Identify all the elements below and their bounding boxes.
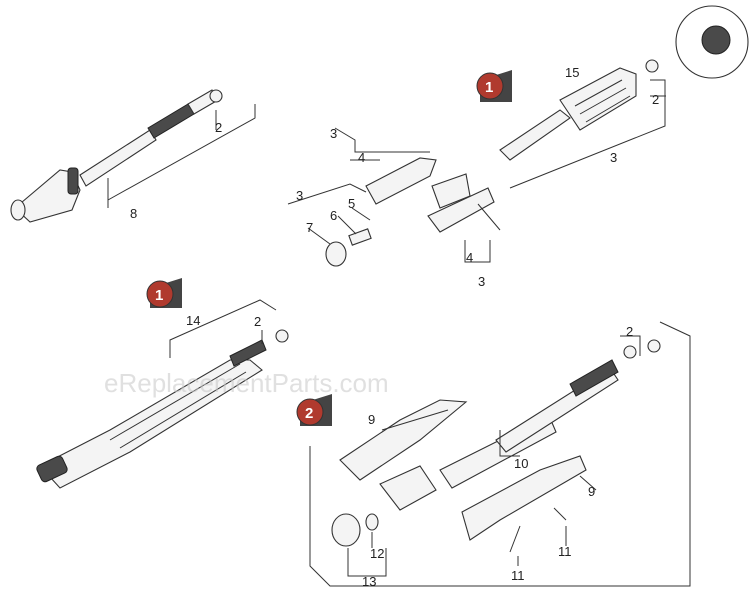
trigger-gun-variant: 2 9 10 9 11 11 12 13 bbox=[309, 321, 691, 589]
callout-11a: 11 bbox=[511, 568, 525, 583]
callout-3a: 3 bbox=[330, 126, 337, 141]
callout-2d: 2 bbox=[626, 324, 633, 339]
leader-9b bbox=[579, 475, 597, 491]
callout-15: 15 bbox=[565, 65, 579, 80]
trigger-cover bbox=[365, 157, 437, 205]
badge-1-top: 1 bbox=[476, 70, 512, 102]
spring-7 bbox=[325, 241, 347, 267]
leader-13 bbox=[347, 548, 387, 577]
callout-4b: 4 bbox=[466, 250, 473, 265]
gun-body bbox=[39, 359, 263, 489]
callout-4a: 4 bbox=[358, 150, 365, 165]
gun-oring bbox=[275, 329, 289, 343]
upper-spring bbox=[569, 359, 619, 397]
callout-10: 10 bbox=[514, 456, 528, 471]
leader-3c bbox=[509, 79, 666, 189]
leader-6 bbox=[337, 215, 357, 235]
svg-text:2: 2 bbox=[305, 405, 313, 422]
callout-7: 7 bbox=[306, 220, 313, 235]
leader-8 bbox=[107, 104, 256, 208]
gun-handle-assembly: 14 2 bbox=[36, 299, 289, 489]
nut-13 bbox=[331, 513, 361, 547]
callout-2c: 2 bbox=[254, 314, 261, 329]
leader-14 bbox=[169, 299, 277, 358]
valve-pin bbox=[348, 228, 372, 246]
badge-1-left: 1 bbox=[146, 278, 182, 308]
screw-a bbox=[477, 203, 501, 231]
bracket-frame bbox=[309, 321, 691, 587]
nozzle-assembly: 2 8 bbox=[10, 89, 256, 223]
nozzle-shaft bbox=[79, 129, 157, 187]
upper-oring-a bbox=[623, 345, 637, 359]
lance-grip bbox=[559, 67, 637, 131]
svg-text:1: 1 bbox=[155, 287, 163, 304]
lance-tube bbox=[499, 109, 571, 161]
screw-11a bbox=[509, 525, 521, 553]
trigger-parts: 3 4 3 5 6 7 4 3 bbox=[287, 126, 501, 289]
upper-oring-b bbox=[647, 339, 661, 353]
callout-3c-right: 3 bbox=[610, 150, 617, 165]
gun-spring bbox=[229, 339, 267, 367]
callout-3c: 3 bbox=[478, 274, 485, 289]
leader-4b bbox=[464, 240, 491, 263]
callout-8: 8 bbox=[130, 206, 137, 221]
leader-9a bbox=[381, 409, 449, 431]
nozzle-cone bbox=[14, 169, 81, 223]
callout-13: 13 bbox=[362, 574, 376, 589]
grip-ribs bbox=[574, 79, 631, 123]
callout-14: 14 bbox=[186, 313, 200, 328]
callout-9a: 9 bbox=[368, 412, 375, 427]
housing-half-a bbox=[339, 399, 468, 481]
callout-2: 2 bbox=[215, 120, 222, 135]
callout-9b: 9 bbox=[588, 484, 595, 499]
screw-11b bbox=[553, 507, 567, 521]
callout-3b: 3 bbox=[296, 188, 303, 203]
callout-2b: 2 bbox=[652, 92, 659, 107]
leader-7 bbox=[307, 227, 331, 245]
valve-body bbox=[379, 465, 437, 511]
housing-half-b bbox=[461, 455, 587, 541]
lance-assembly: 15 2 3 bbox=[499, 5, 749, 189]
svg-text:1: 1 bbox=[485, 79, 493, 96]
watermark: eReplacementParts.com bbox=[104, 368, 389, 398]
trigger-clip bbox=[427, 187, 495, 233]
leader-10 bbox=[499, 430, 520, 457]
leader-3b bbox=[287, 183, 367, 205]
callout-6: 6 bbox=[330, 208, 337, 223]
callout-12: 12 bbox=[370, 546, 384, 561]
leader-5 bbox=[351, 207, 371, 221]
oring-12 bbox=[365, 513, 379, 531]
callout-5: 5 bbox=[348, 196, 355, 211]
detail-thread bbox=[701, 25, 731, 55]
gun-end bbox=[36, 455, 68, 483]
gun-ribs bbox=[109, 363, 247, 449]
nozzle-oring bbox=[209, 89, 223, 103]
nozzle-collar bbox=[67, 167, 79, 195]
lance-oring bbox=[645, 59, 659, 73]
nozzle-spring bbox=[147, 103, 195, 139]
badge-2: 2 bbox=[296, 394, 332, 426]
callout-11b: 11 bbox=[558, 544, 572, 559]
nozzle-tip bbox=[10, 199, 26, 221]
leader-2d bbox=[620, 335, 641, 356]
leader-3a bbox=[334, 127, 430, 153]
